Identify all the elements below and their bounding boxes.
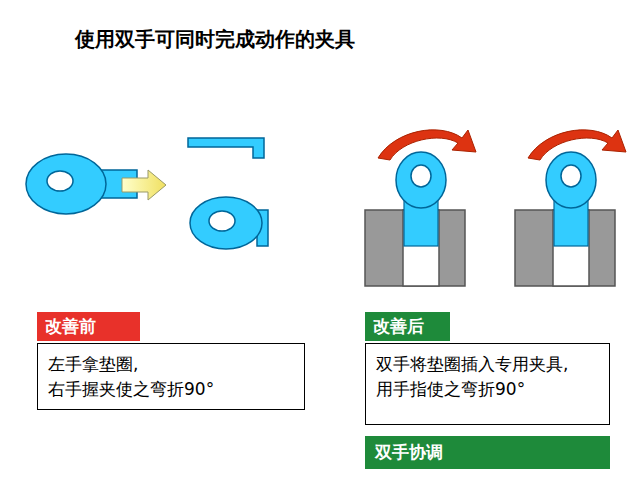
summary-band: 双手协调 <box>365 436 610 469</box>
node-text: 双手将垫圈插入专用夹具, 用手指使之弯折90° <box>376 352 599 401</box>
before-label: 改善前 <box>37 312 140 341</box>
bent-washer-top <box>190 197 268 249</box>
text-box: 双手将垫圈插入专用夹具, 用手指使之弯折90° <box>365 343 610 425</box>
jig <box>365 130 476 286</box>
after-label: 改善后 <box>365 312 450 341</box>
node-text: 改善前 <box>45 314 132 339</box>
slide-title: 使用双手可同时完成动作的夹具 <box>75 26 355 53</box>
washer-flat <box>26 154 137 214</box>
node-text: 改善后 <box>373 314 442 339</box>
process-arrow <box>122 170 166 200</box>
bent-washer-side <box>188 138 264 158</box>
text-box: 左手拿垫圈, 右手握夹使之弯折90° <box>37 343 305 410</box>
node-text: 左手拿垫圈, 右手握夹使之弯折90° <box>48 352 294 401</box>
node-text: 双手协调 <box>375 440 600 465</box>
jig <box>515 130 626 286</box>
